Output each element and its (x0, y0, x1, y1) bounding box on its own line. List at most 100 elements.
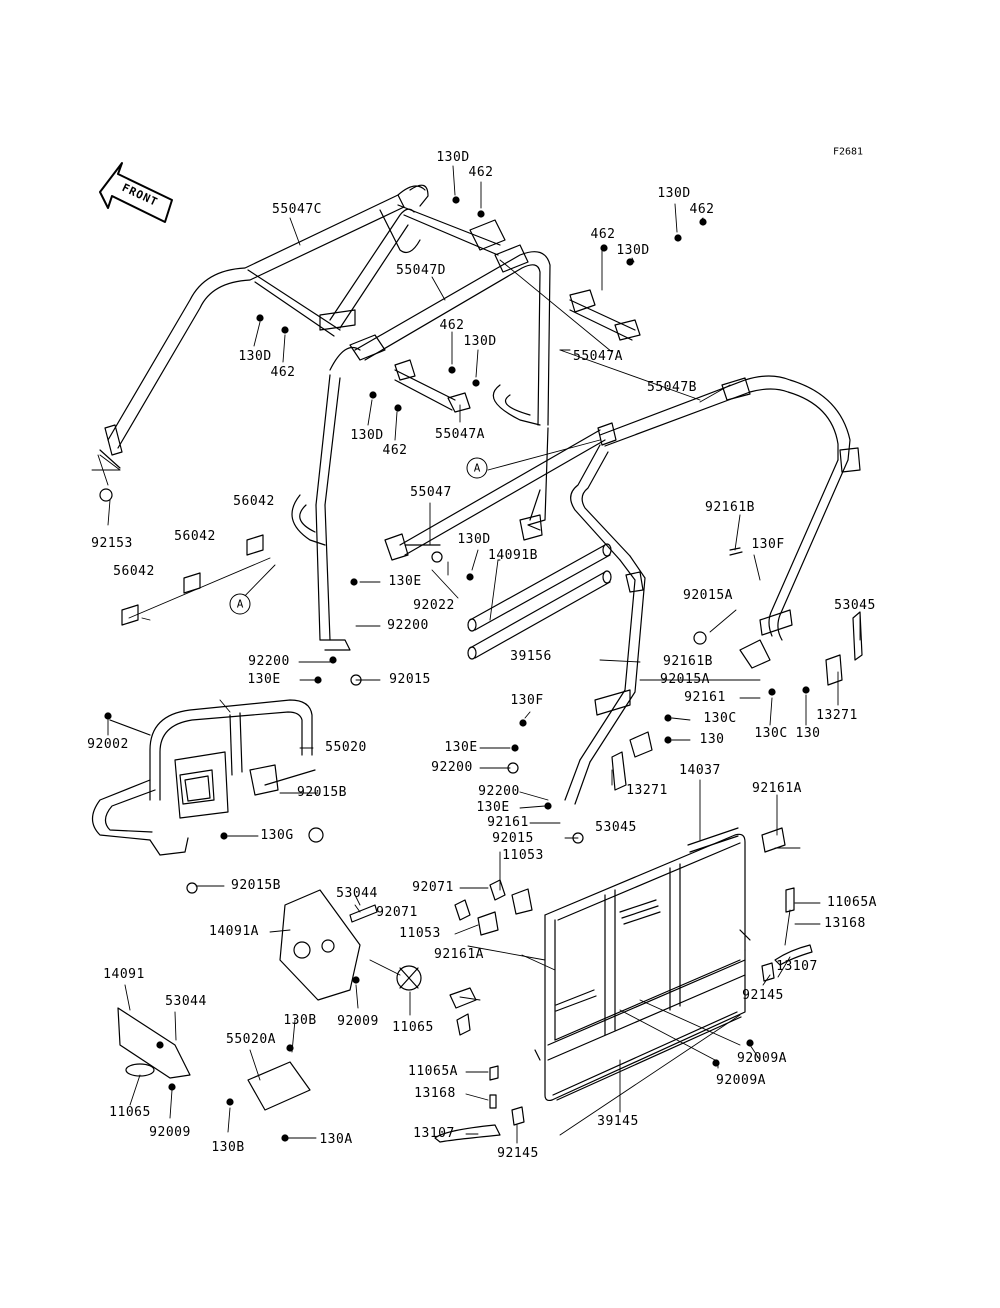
part-callout: 92161 (684, 690, 726, 705)
part-callout: 462 (439, 318, 465, 333)
part-callout: 55047 (410, 485, 452, 500)
part-callout: 92009 (337, 1014, 379, 1029)
part-callout: 92071 (412, 880, 454, 895)
part-callout: 92022 (413, 598, 455, 613)
part-callout: 130D (350, 428, 384, 443)
part-callout: 13107 (413, 1126, 455, 1141)
center-cross-tube (292, 245, 550, 650)
part-callout: 462 (590, 227, 616, 242)
part-callout: 55047A (573, 349, 623, 364)
part-callout: 92009 (149, 1125, 191, 1140)
front-bumper-frame (93, 700, 316, 855)
rear-roll-bar (565, 376, 860, 804)
part-callout: 92015A (683, 588, 733, 603)
part-callout: 130 (795, 726, 821, 741)
part-callout: 56042 (174, 529, 216, 544)
part-callout: 13168 (414, 1086, 456, 1101)
part-callout: 11053 (399, 926, 441, 941)
part-callout: 14091 (103, 967, 145, 982)
part-callout: 92145 (742, 988, 784, 1003)
part-callout: 39156 (510, 649, 552, 664)
front-arrow-icon (100, 163, 172, 222)
tailgate-panel (535, 828, 750, 1100)
part-callout: 55020A (226, 1032, 276, 1047)
part-callout: 92161A (752, 781, 802, 796)
leader-lines (92, 166, 860, 1143)
part-callout: 130D (457, 532, 491, 547)
part-callout: 13168 (824, 916, 866, 931)
part-callout: 92071 (376, 905, 418, 920)
part-callout: 92161B (705, 500, 755, 515)
part-callout: 92015B (297, 785, 347, 800)
part-callout: 92009A (737, 1051, 787, 1066)
part-callout: 53044 (165, 994, 207, 1009)
part-callout: 130D (616, 243, 650, 258)
part-callout: 92161B (663, 654, 713, 669)
part-callout: 13271 (626, 783, 668, 798)
part-callout: 130G (260, 828, 294, 843)
part-callout: 55047A (435, 427, 485, 442)
part-callout: 92153 (91, 536, 133, 551)
part-callout: 39145 (597, 1114, 639, 1129)
part-callout: 130B (211, 1140, 245, 1155)
figure-code: F2681 (832, 146, 864, 158)
part-callout: 13107 (776, 959, 818, 974)
part-callout: 92015 (492, 831, 534, 846)
part-callout: 11065 (109, 1105, 151, 1120)
part-callout: 11053 (502, 848, 544, 863)
part-callout: 130D (238, 349, 272, 364)
part-callout: 92200 (248, 654, 290, 669)
part-callout: 92200 (478, 784, 520, 799)
part-callout: 92015 (389, 672, 431, 687)
part-callout: 130E (476, 800, 510, 815)
reference-marker-a: A (229, 593, 251, 615)
part-callout: 53045 (834, 598, 876, 613)
part-callout: 130D (463, 334, 497, 349)
part-callout: 11065A (827, 895, 877, 910)
part-callout: 56042 (233, 494, 275, 509)
part-callout: 92161 (487, 815, 529, 830)
part-callout: 53044 (336, 886, 378, 901)
part-callout: 92145 (497, 1146, 539, 1161)
part-callout: 130F (751, 537, 785, 552)
part-callout: 130E (247, 672, 281, 687)
part-callout: 130F (510, 693, 544, 708)
part-callout: 130E (388, 574, 422, 589)
part-callout: 53045 (595, 820, 637, 835)
part-callout: 92015A (660, 672, 710, 687)
part-callout: 130D (436, 150, 470, 165)
reference-marker-a: A (466, 457, 488, 479)
part-callout: 130 (699, 732, 725, 747)
tube-pair (468, 544, 611, 659)
part-callout: 92161A (434, 947, 484, 962)
skid-plates (118, 890, 476, 1110)
part-callout: 11065A (408, 1064, 458, 1079)
part-callout: 130A (319, 1132, 353, 1147)
part-callout: 462 (270, 365, 296, 380)
part-callout: 11065 (392, 1020, 434, 1035)
part-callout: 130C (754, 726, 788, 741)
part-callout: 92002 (87, 737, 129, 752)
part-callout: 92200 (387, 618, 429, 633)
part-callout: 55047D (396, 263, 446, 278)
part-callout: 13271 (816, 708, 858, 723)
fasteners (105, 197, 809, 1141)
rear-upper-frame (395, 290, 640, 412)
front-roll-frame (100, 185, 505, 468)
part-callout: 130D (657, 186, 691, 201)
part-callout: 56042 (113, 564, 155, 579)
part-callout: 14091A (209, 924, 259, 939)
part-callout: 130E (444, 740, 478, 755)
part-callout: 14091B (488, 548, 538, 563)
part-callout: 462 (382, 443, 408, 458)
part-callout: 462 (468, 165, 494, 180)
part-callout: 462 (689, 202, 715, 217)
part-callout: 130B (283, 1013, 317, 1028)
part-callout: 55047C (272, 202, 322, 217)
part-callout: 92200 (431, 760, 473, 775)
part-callout: 55047B (647, 380, 697, 395)
part-callout: 130C (703, 711, 737, 726)
part-callout: 92015B (231, 878, 281, 893)
part-callout: 55020 (325, 740, 367, 755)
